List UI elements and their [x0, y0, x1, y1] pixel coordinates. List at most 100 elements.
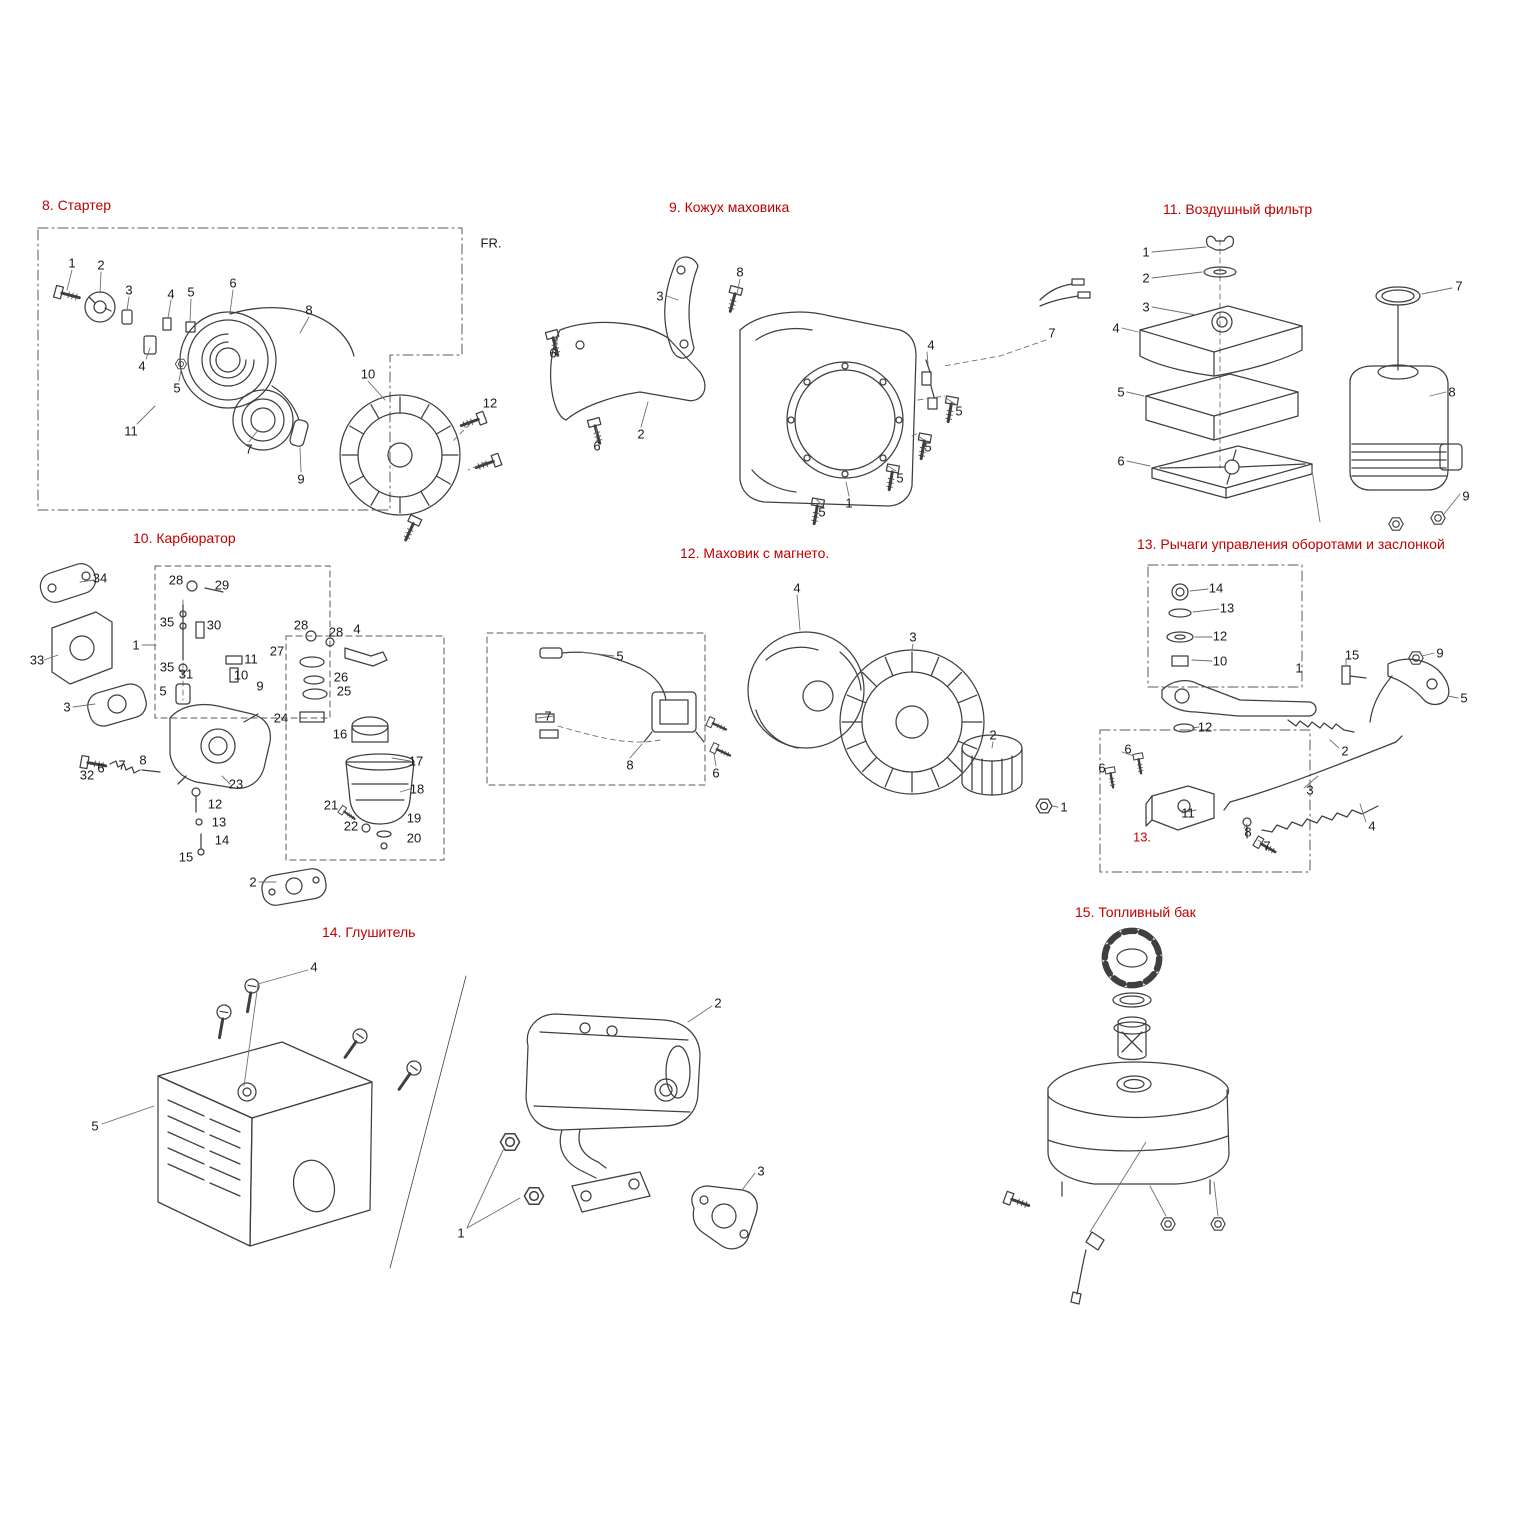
- section-title-fuel-tank: 15. Топливный бак: [1075, 904, 1196, 920]
- part-callout-flywheel-cover: 5: [818, 504, 826, 520]
- flywheel-magneto-drawing: [486, 594, 1059, 814]
- section-title-controls: 13. Рычаги управления оборотами и заслон…: [1137, 536, 1445, 552]
- part-callout-carburetor: 20: [406, 830, 422, 846]
- part-callout-controls: 2: [1341, 743, 1349, 759]
- part-callout-carburetor: 35: [159, 659, 175, 675]
- part-callout-carburetor: 10: [233, 667, 249, 683]
- part-callout-carburetor: 14: [214, 832, 230, 848]
- muffler-drawing: [101, 969, 758, 1269]
- part-callout-controls: 14: [1208, 580, 1224, 596]
- starter-drawing: [37, 227, 504, 544]
- part-callout-carburetor: 11: [244, 651, 258, 667]
- section-title-carburetor: 10. Карбюратор: [133, 530, 236, 546]
- part-callout-carburetor: 26: [333, 669, 349, 685]
- part-callout-flywheel-cover: 2: [637, 426, 645, 442]
- part-callout-carburetor: 33: [29, 652, 45, 668]
- part-callout-carburetor: 2: [249, 874, 257, 890]
- section-title-starter: 8. Стартер: [42, 197, 112, 213]
- part-callout-flywheel-cover: 5: [924, 439, 932, 455]
- part-callout-air-filter: 6: [1117, 453, 1125, 469]
- section-title-flywheel-cover: 9. Кожух маховика: [669, 199, 790, 215]
- part-callout-flywheel-cover: 6: [593, 438, 601, 454]
- part-callout-carburetor: 4: [353, 621, 361, 637]
- part-callout-flywheel-magneto: 7: [544, 708, 552, 724]
- part-callout-flywheel-magneto: 1: [1060, 799, 1068, 815]
- part-callout-carburetor: 25: [336, 683, 352, 699]
- part-callout-carburetor: 30: [206, 617, 222, 633]
- part-callout-carburetor: 27: [269, 643, 285, 659]
- part-callout-carburetor: 35: [159, 614, 175, 630]
- part-callout-carburetor: 29: [214, 577, 230, 593]
- part-callout-controls: 9: [1436, 645, 1444, 661]
- part-callout-controls: 12: [1212, 628, 1228, 644]
- part-callout-carburetor: 34: [92, 570, 108, 586]
- part-callout-carburetor: 15: [178, 849, 194, 865]
- part-callout-starter: 4: [138, 358, 146, 374]
- part-callout-flywheel-cover: 8: [736, 264, 744, 280]
- part-callout-carburetor: 19: [406, 810, 422, 826]
- fuel-tank-drawing: [1001, 927, 1230, 1305]
- part-callout-carburetor: 17: [408, 753, 424, 769]
- part-callout-air-filter: 7: [1455, 278, 1463, 294]
- part-callout-muffler: 1: [457, 1225, 465, 1241]
- part-callout-carburetor: 23: [228, 776, 244, 792]
- part-callout-carburetor: 13: [211, 814, 227, 830]
- part-callout-carburetor: 22: [343, 818, 359, 834]
- part-callout-starter: 4: [167, 286, 175, 302]
- part-callout-controls: 5: [1460, 690, 1468, 706]
- part-callout-air-filter: 8: [1448, 384, 1456, 400]
- part-callout-controls: 7: [1263, 838, 1271, 854]
- part-callout-carburetor: 5: [159, 683, 167, 699]
- part-callout-controls: 6: [1124, 741, 1132, 757]
- part-callout-flywheel-cover: 7: [1048, 325, 1056, 341]
- part-callout-starter: 10: [360, 366, 376, 382]
- part-callout-starter: 5: [173, 380, 181, 396]
- part-callout-air-filter: 5: [1117, 384, 1125, 400]
- part-callout-starter: 6: [229, 275, 237, 291]
- part-callout-carburetor: 28: [328, 624, 344, 640]
- part-callout-controls: 4: [1368, 818, 1376, 834]
- part-callout-flywheel-cover: 6: [549, 345, 557, 361]
- part-callout-starter: 11: [124, 423, 138, 439]
- part-callout-starter: 8: [305, 302, 313, 318]
- part-callout-carburetor: 21: [323, 797, 339, 813]
- part-callout-carburetor: 31: [178, 666, 194, 682]
- controls-drawing: [1099, 564, 1459, 873]
- part-callout-starter: 1: [68, 255, 76, 271]
- part-callout-controls: 6: [1098, 760, 1106, 776]
- part-callout-flywheel-cover: 3: [656, 288, 664, 304]
- part-callout-flywheel-cover: 4: [927, 337, 935, 353]
- part-callout-controls: 13: [1219, 600, 1235, 616]
- part-callout-starter: 2: [97, 257, 105, 273]
- part-callout-starter: 5: [187, 284, 195, 300]
- part-callout-air-filter: 3: [1142, 299, 1150, 315]
- part-callout-carburetor: 6: [97, 760, 105, 776]
- part-callout-carburetor: 7: [118, 757, 126, 773]
- part-callout-controls: 1: [1295, 660, 1303, 676]
- flywheel-cover-drawing: [543, 256, 1091, 527]
- part-callout-carburetor: 3: [63, 699, 71, 715]
- part-callout-carburetor: 12: [207, 796, 223, 812]
- part-callout-carburetor: 28: [168, 572, 184, 588]
- part-callout-muffler: 2: [714, 995, 722, 1011]
- part-callout-carburetor: 32: [79, 767, 95, 783]
- part-callout-starter: 7: [245, 441, 253, 457]
- extra-label-controls: 13.: [1132, 829, 1152, 845]
- part-callout-carburetor: 9: [256, 678, 264, 694]
- part-callout-controls: 8: [1244, 824, 1252, 840]
- carburetor-drawing: [39, 563, 445, 906]
- part-callout-carburetor: 16: [332, 726, 348, 742]
- part-callout-starter: 9: [297, 471, 305, 487]
- part-callout-muffler: 3: [757, 1163, 765, 1179]
- part-callout-flywheel-cover: 5: [896, 470, 904, 486]
- extra-label-starter: FR.: [480, 235, 502, 251]
- part-callout-carburetor: 18: [409, 781, 425, 797]
- part-callout-air-filter: 2: [1142, 270, 1150, 286]
- section-title-air-filter: 11. Воздушный фильтр: [1163, 201, 1313, 217]
- part-callout-carburetor: 28: [293, 617, 309, 633]
- part-callout-flywheel-magneto: 6: [712, 765, 720, 781]
- part-callout-controls: 11: [1181, 805, 1195, 821]
- part-callout-flywheel-magneto: 3: [909, 629, 917, 645]
- part-callout-controls: 15: [1344, 647, 1360, 663]
